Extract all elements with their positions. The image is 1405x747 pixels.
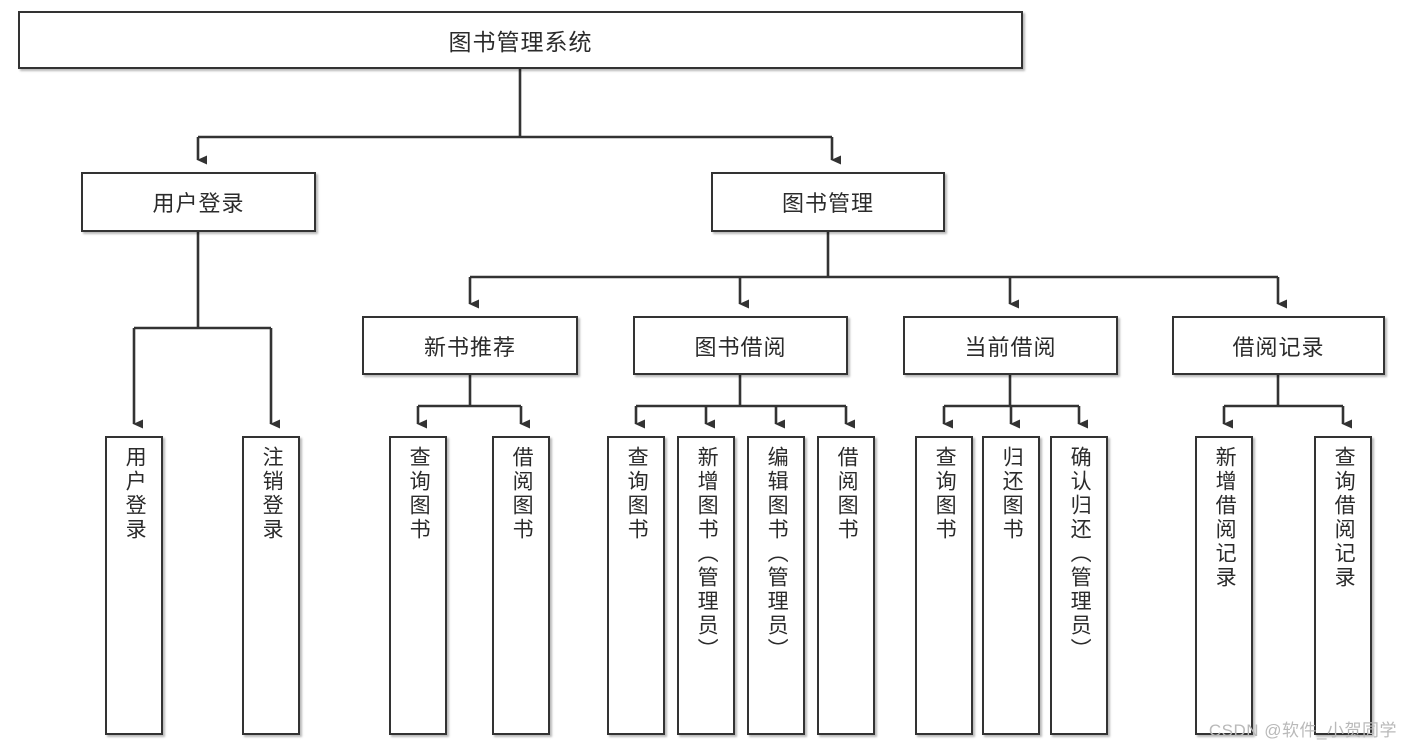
node-label: 新书推荐 [423,334,516,360]
node-label: 查询图书 [407,446,431,542]
leaf-user-login[interactable]: 用户登录 [105,436,163,735]
node-label: 图书借阅 [694,334,787,360]
node-label: 借阅图书 [835,446,859,542]
leaf-return-book[interactable]: 归还图书 [982,436,1040,735]
leaf-query-book-borrow[interactable]: 查询图书 [607,436,665,735]
node-label: 注销登录 [260,446,284,542]
node-label: 编辑图书（管理员） [765,446,789,662]
node-label: 归还图书 [1000,446,1024,542]
node-label: 查询图书 [625,446,649,542]
leaf-query-borrow-record[interactable]: 查询借阅记录 [1314,436,1372,735]
node-label: 借阅记录 [1232,334,1325,360]
node-label: 新增借阅记录 [1213,446,1237,590]
node-user-login[interactable]: 用户登录 [81,172,316,232]
node-label: 用户登录 [123,446,147,542]
leaf-add-book-admin[interactable]: 新增图书（管理员） [677,436,735,735]
node-borrow-record[interactable]: 借阅记录 [1172,316,1385,375]
watermark-text: CSDN @软件_小贺同学 [1208,721,1397,740]
node-label: 借阅图书 [510,446,534,542]
node-new-book-recommend[interactable]: 新书推荐 [362,316,578,375]
leaf-borrow-book[interactable]: 借阅图书 [817,436,875,735]
leaf-query-book-current[interactable]: 查询图书 [915,436,973,735]
node-label: 确认归还（管理员） [1068,446,1092,662]
node-label: 新增图书（管理员） [695,446,719,662]
node-label: 查询图书 [933,446,957,542]
node-current-borrow[interactable]: 当前借阅 [903,316,1118,375]
leaf-query-book-recommend[interactable]: 查询图书 [389,436,447,735]
leaf-add-borrow-record[interactable]: 新增借阅记录 [1195,436,1253,735]
node-label: 图书管理 [781,191,874,216]
leaf-borrow-book-recommend[interactable]: 借阅图书 [492,436,550,735]
node-book-management[interactable]: 图书管理 [711,172,945,232]
node-label: 查询借阅记录 [1332,446,1356,590]
node-label: 图书管理系统 [448,29,593,55]
node-label: 用户登录 [152,191,245,216]
node-label: 当前借阅 [964,334,1057,360]
node-book-borrow[interactable]: 图书借阅 [633,316,848,375]
node-book-management-system[interactable]: 图书管理系统 [18,11,1023,69]
leaf-edit-book-admin[interactable]: 编辑图书（管理员） [747,436,805,735]
leaf-confirm-return-admin[interactable]: 确认归还（管理员） [1050,436,1108,735]
leaf-logout[interactable]: 注销登录 [242,436,300,735]
